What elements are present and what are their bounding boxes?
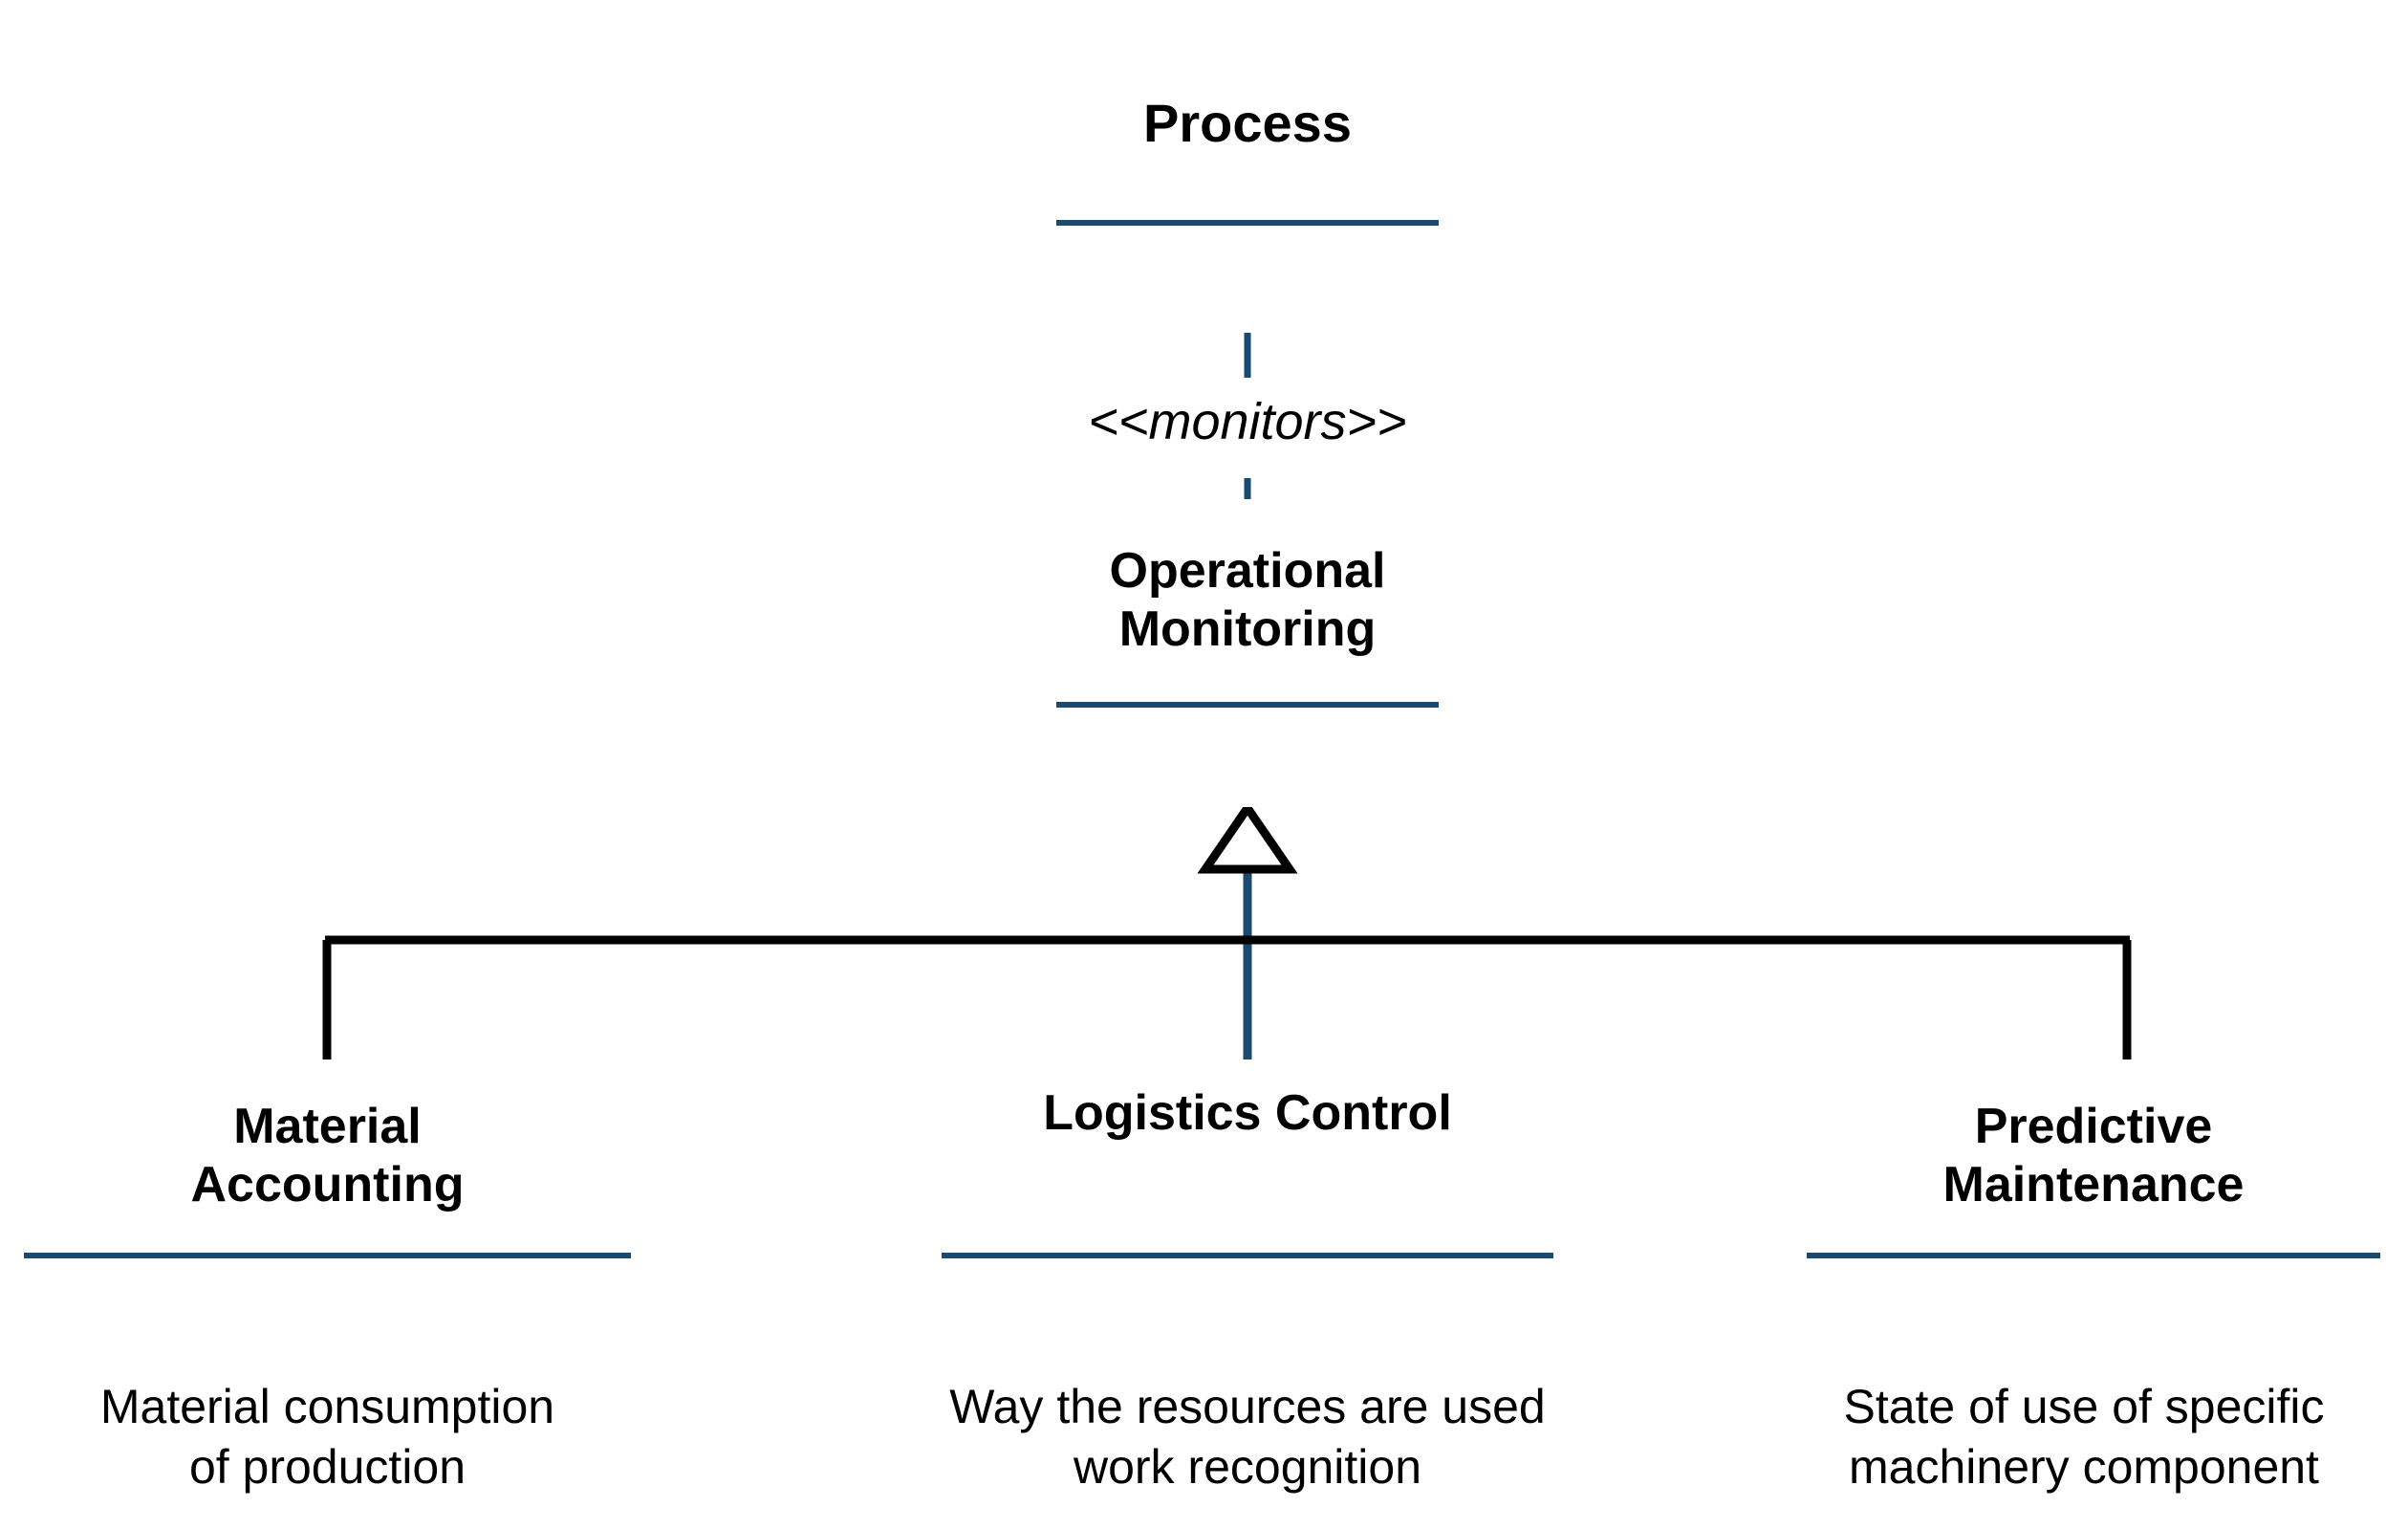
generalization-triangle-icon [1197,800,1298,874]
class-attributes-compartment-process [1056,226,1439,333]
class-box-predictive-maintenance[interactable]: Predictive Maintenance [1807,1059,2380,1365]
class-name-material-accounting: Material Accounting [190,1098,465,1212]
class-name-process: Process [1143,92,1352,153]
class-name-compartment-process: Process [1056,27,1439,226]
class-box-material-accounting[interactable]: Material Accounting [24,1059,631,1365]
class-box-operational-monitoring[interactable]: Operational Monitoring [1056,499,1439,807]
class-name-predictive-maintenance: Predictive Maintenance [1942,1098,2245,1212]
class-name-operational-monitoring: Operational Monitoring [1109,542,1386,657]
class-name-compartment-predictive-maintenance: Predictive Maintenance [1807,1059,2380,1258]
caption-logistics-control: Way the resources are used work recognit… [949,1380,1546,1494]
stereotype-label-monitors: <<monitors>> [1088,393,1407,450]
class-name-compartment-logistics-control: Logistics Control [942,1059,1553,1258]
class-attributes-compartment-operational-monitoring [1056,708,1439,807]
class-box-process[interactable]: Process [1056,27,1439,333]
class-attributes-compartment-material-accounting [24,1258,631,1365]
caption-predictive-maintenance: State of use of specific machinery compo… [1843,1380,2325,1494]
class-name-compartment-material-accounting: Material Accounting [24,1059,631,1258]
class-attributes-compartment-predictive-maintenance [1807,1258,2380,1365]
class-box-logistics-control[interactable]: Logistics Control [942,1059,1553,1365]
class-name-compartment-operational-monitoring: Operational Monitoring [1056,499,1439,708]
caption-material-accounting: Material consumption of production [99,1380,555,1494]
class-name-logistics-control: Logistics Control [1043,1085,1452,1141]
class-attributes-compartment-logistics-control [942,1258,1553,1365]
